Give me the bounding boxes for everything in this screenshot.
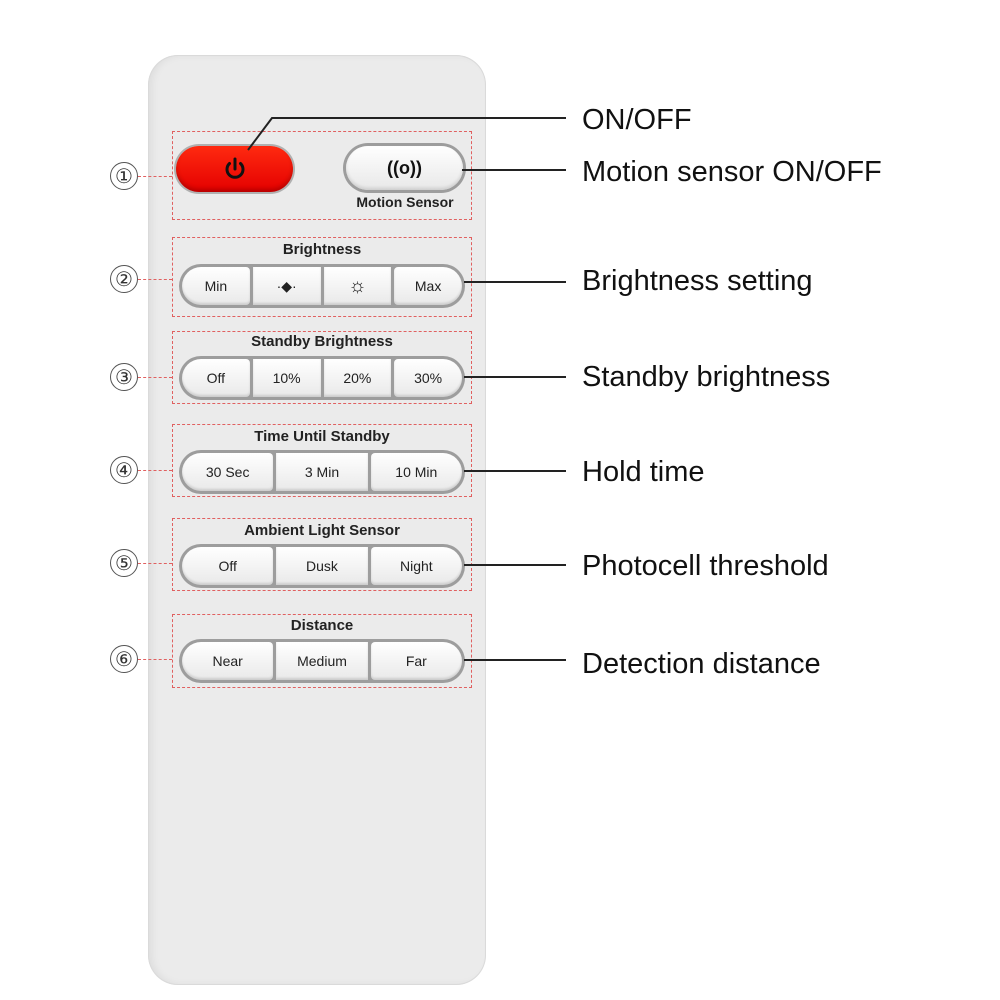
group-power-motion (172, 131, 472, 220)
standby-off-button[interactable]: Off (182, 359, 250, 397)
group-standby-brightness: Standby Brightness Off 10% 20% 30% (172, 331, 472, 404)
group-number-6: ⑥ (110, 645, 138, 673)
standby-10-button[interactable]: 10% (252, 359, 321, 397)
distance-title: Distance (290, 617, 354, 634)
time-10min-button[interactable]: 10 Min (370, 453, 462, 491)
group-ambient-light-sensor: Ambient Light Sensor Off Dusk Night (172, 518, 472, 591)
brightness-low-button[interactable]: ·◆· (252, 267, 321, 305)
standby-20-button[interactable]: 20% (323, 359, 392, 397)
ambient-off-button[interactable]: Off (182, 547, 274, 585)
group-time-until-standby: Time Until Standby 30 Sec 3 Min 10 Min (172, 424, 472, 497)
ambient-night-button[interactable]: Night (370, 547, 462, 585)
group-number-5-connector (138, 563, 172, 564)
ambient-light-sensor-button-row: Off Dusk Night (179, 544, 465, 588)
brightness-leader-line (464, 281, 566, 283)
time-until-standby-title: Time Until Standby (254, 428, 390, 445)
distance-far-button[interactable]: Far (370, 642, 462, 680)
power-icon (225, 157, 244, 179)
power-button[interactable] (176, 146, 293, 192)
motion-leader-line (462, 169, 566, 171)
group-brightness: Brightness Min ·◆· ☼ Max (172, 237, 472, 317)
group-number-4: ④ (110, 456, 138, 484)
brightness-min-button[interactable]: Min (182, 267, 250, 305)
motion-sensor-label: Motion Sensor (356, 194, 454, 210)
standby-brightness-button-row: Off 10% 20% 30% (179, 356, 465, 400)
ambient-dusk-button[interactable]: Dusk (276, 547, 368, 585)
remote-control-body (148, 55, 486, 985)
standby-leader-line (464, 376, 566, 378)
brightness-max-button[interactable]: Max (394, 267, 462, 305)
distance-medium-button[interactable]: Medium (276, 642, 368, 680)
callout-on-off: ON/OFF (582, 104, 692, 136)
photocell-leader-line (464, 564, 566, 566)
standby-brightness-title: Standby Brightness (251, 333, 393, 350)
group-number-1-connector (138, 176, 172, 177)
group-number-2-connector (138, 279, 172, 280)
group-number-2: ② (110, 265, 138, 293)
distance-near-button[interactable]: Near (182, 642, 274, 680)
callout-detection-distance: Detection distance (582, 648, 821, 680)
standby-30-button[interactable]: 30% (394, 359, 462, 397)
ambient-light-sensor-title: Ambient Light Sensor (244, 522, 400, 539)
brightness-button-row: Min ·◆· ☼ Max (179, 264, 465, 308)
brightness-title: Brightness (282, 241, 362, 258)
group-number-3-connector (138, 377, 172, 378)
group-number-4-connector (138, 470, 172, 471)
hold-time-leader-line (464, 470, 566, 472)
motion-sensor-icon: ((o)) (387, 157, 422, 178)
callout-hold-time: Hold time (582, 456, 705, 488)
callout-standby-brightness: Standby brightness (582, 361, 831, 393)
callout-photocell-threshold: Photocell threshold (582, 550, 829, 582)
group-number-5: ⑤ (110, 549, 138, 577)
group-number-3: ③ (110, 363, 138, 391)
distance-leader-line (464, 659, 566, 661)
time-until-standby-button-row: 30 Sec 3 Min 10 Min (179, 450, 465, 494)
group-number-6-connector (138, 659, 172, 660)
motion-sensor-button[interactable]: ((o)) (346, 146, 463, 190)
brightness-high-button[interactable]: ☼ (323, 267, 392, 305)
time-3min-button[interactable]: 3 Min (276, 453, 368, 491)
group-distance: Distance Near Medium Far (172, 614, 472, 688)
group-number-1: ① (110, 162, 138, 190)
callout-motion-sensor: Motion sensor ON/OFF (582, 156, 882, 188)
distance-button-row: Near Medium Far (179, 639, 465, 683)
time-30sec-button[interactable]: 30 Sec (182, 453, 274, 491)
callout-brightness-setting: Brightness setting (582, 265, 813, 297)
